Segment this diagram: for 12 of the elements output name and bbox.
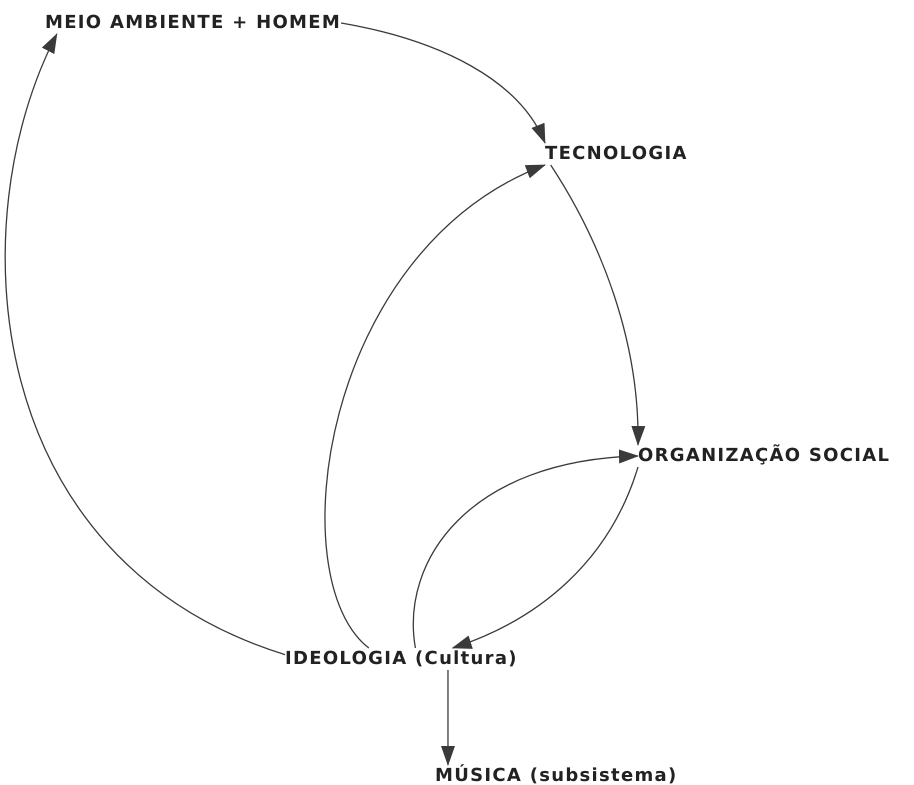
arrow bbox=[452, 466, 639, 649]
arrow bbox=[324, 164, 546, 648]
arrow bbox=[550, 164, 645, 446]
concept-label: ORGANIZAÇÃO SOCIAL bbox=[638, 445, 890, 467]
arrow bbox=[4, 33, 286, 656]
arrow bbox=[340, 22, 546, 144]
concept-label: IDEOLOGIA (Cultura) bbox=[285, 648, 518, 670]
concept-label: MEIO AMBIENTE + HOMEM bbox=[45, 12, 342, 34]
arrow bbox=[440, 670, 455, 766]
concept-label: MÚSICA (subsistema) bbox=[435, 765, 678, 785]
concept-label: TECNOLOGIA bbox=[545, 143, 688, 165]
arrow bbox=[412, 450, 639, 648]
